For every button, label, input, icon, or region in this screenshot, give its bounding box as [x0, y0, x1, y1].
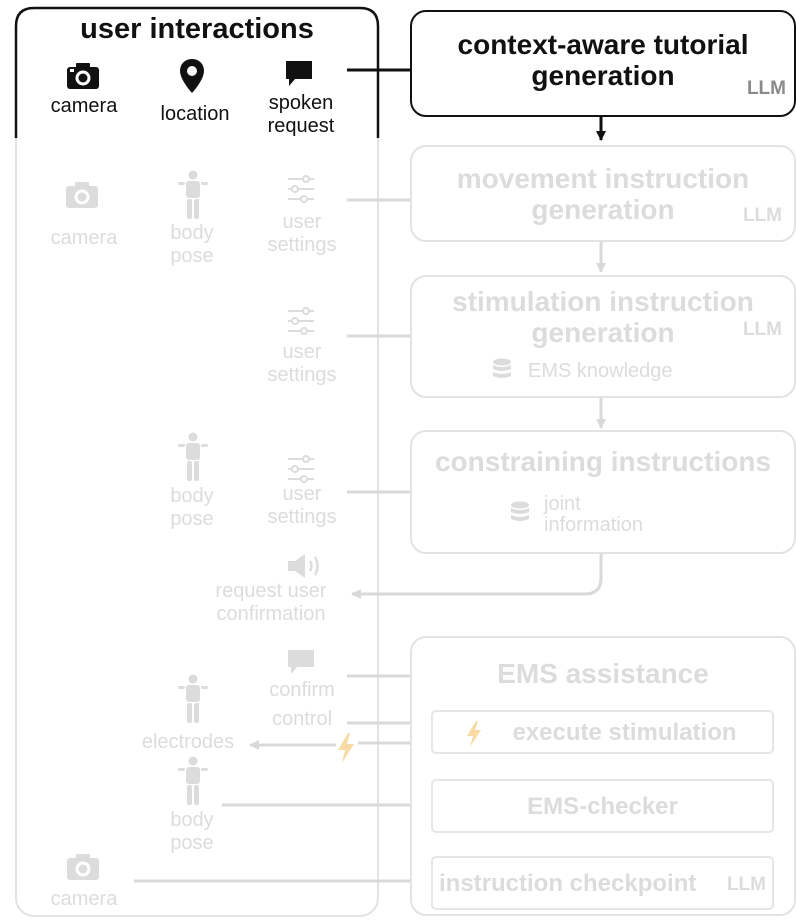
camera-label: camera — [50, 888, 118, 910]
tutorial-generation-box: context-aware tutorial generation LLM — [410, 10, 796, 117]
speaker-icon — [288, 554, 319, 578]
movement-box-title: movement instruction generation — [412, 163, 794, 225]
movement-generation-box: movement instruction generation LLM — [410, 145, 796, 242]
camera-icon — [66, 182, 98, 208]
spoken-request-line-1: spoken — [268, 92, 334, 114]
database-icon — [493, 358, 511, 378]
constraining-instructions-box: constraining instructions joint informat… — [410, 430, 796, 554]
user-settings-line-1: user — [282, 483, 322, 505]
location-label: location — [160, 103, 230, 125]
location-pin-icon — [180, 59, 204, 93]
arrow-constraining-to-confirmation — [351, 554, 603, 599]
tutorial-title-line-2: generation — [531, 60, 675, 91]
settings-sliders-icon — [288, 307, 314, 335]
instruction-checkpoint-box: instruction checkpoint LLM — [431, 856, 774, 910]
request-confirmation-label: request user confirmation — [196, 580, 346, 626]
tutorial-box-title: context-aware tutorial generation — [412, 29, 794, 91]
panel-title: user interactions — [80, 13, 314, 45]
lightning-bolt-icon — [338, 733, 354, 763]
stimulation-title-line-1: stimulation instruction — [452, 286, 754, 317]
user-settings-line-2: settings — [267, 234, 337, 256]
body-pose-icon — [178, 170, 208, 219]
user-settings-line-2: settings — [267, 364, 337, 386]
body-pose-icon — [178, 432, 208, 481]
camera-icon — [67, 854, 99, 880]
movement-title-line-1: movement instruction — [456, 163, 750, 194]
confirm-label: confirm — [269, 679, 335, 701]
speech-bubble-icon — [288, 650, 314, 674]
user-settings-line-2: settings — [267, 506, 337, 528]
instruction-checkpoint-label: instruction checkpoint — [439, 870, 697, 897]
execute-stimulation-label: execute stimulation — [512, 719, 737, 746]
body-pose-line-2: pose — [170, 245, 214, 267]
request-confirmation-line-2: confirmation — [216, 603, 326, 625]
user-settings-line-1: user — [282, 341, 322, 363]
camera-label: camera — [50, 95, 118, 117]
body-pose-label: body pose — [150, 222, 234, 268]
user-settings-label: user settings — [252, 341, 352, 387]
settings-sliders-icon — [288, 455, 314, 483]
lightning-bolt-icon — [467, 721, 481, 747]
speech-bubble-icon — [286, 61, 312, 86]
stimulation-generation-box: stimulation instruction generation LLM E… — [410, 275, 796, 398]
joint-information-line-2: information — [544, 514, 643, 536]
body-pose-line-2: pose — [170, 508, 214, 530]
camera-label: camera — [50, 227, 118, 249]
stimulation-title-line-2: generation — [531, 317, 675, 348]
llm-badge: LLM — [746, 78, 786, 99]
movement-title-line-2: generation — [531, 194, 675, 225]
database-icon — [511, 501, 529, 521]
spoken-request-line-2: request — [267, 115, 335, 137]
joint-information-label: joint information — [544, 494, 643, 536]
llm-badge: LLM — [742, 319, 782, 340]
body-pose-icon — [178, 756, 208, 805]
body-pose-label: body pose — [150, 809, 234, 855]
user-settings-label: user settings — [252, 483, 352, 529]
constraining-box-title: constraining instructions — [434, 446, 772, 477]
stimulation-box-title: stimulation instruction generation — [412, 286, 794, 348]
body-pose-line-1: body — [170, 222, 214, 244]
body-pose-line-1: body — [170, 485, 214, 507]
user-settings-line-1: user — [282, 211, 322, 233]
ems-checker-box: EMS-checker — [431, 779, 774, 833]
llm-badge: LLM — [726, 874, 766, 895]
execute-stimulation-box: execute stimulation — [431, 710, 774, 754]
electrodes-label: electrodes — [141, 731, 235, 753]
camera-icon — [67, 63, 99, 89]
body-pose-icon — [178, 674, 208, 723]
request-confirmation-line-1: request user — [215, 580, 327, 602]
body-pose-line-1: body — [170, 809, 214, 831]
ems-knowledge-label: EMS knowledge — [528, 360, 673, 382]
settings-sliders-icon — [288, 175, 314, 203]
tutorial-title-line-1: context-aware tutorial — [457, 29, 749, 60]
ems-checker-label: EMS-checker — [527, 793, 678, 820]
user-panel-top-frame — [14, 6, 380, 138]
body-pose-line-2: pose — [170, 832, 214, 854]
user-settings-label: user settings — [252, 211, 352, 257]
spoken-request-label: spoken request — [252, 92, 350, 138]
control-label: control — [271, 708, 333, 730]
llm-badge: LLM — [742, 205, 782, 226]
joint-information-line-1: joint — [544, 493, 581, 515]
ems-assistance-title: EMS assistance — [497, 658, 709, 689]
body-pose-label: body pose — [150, 485, 234, 531]
